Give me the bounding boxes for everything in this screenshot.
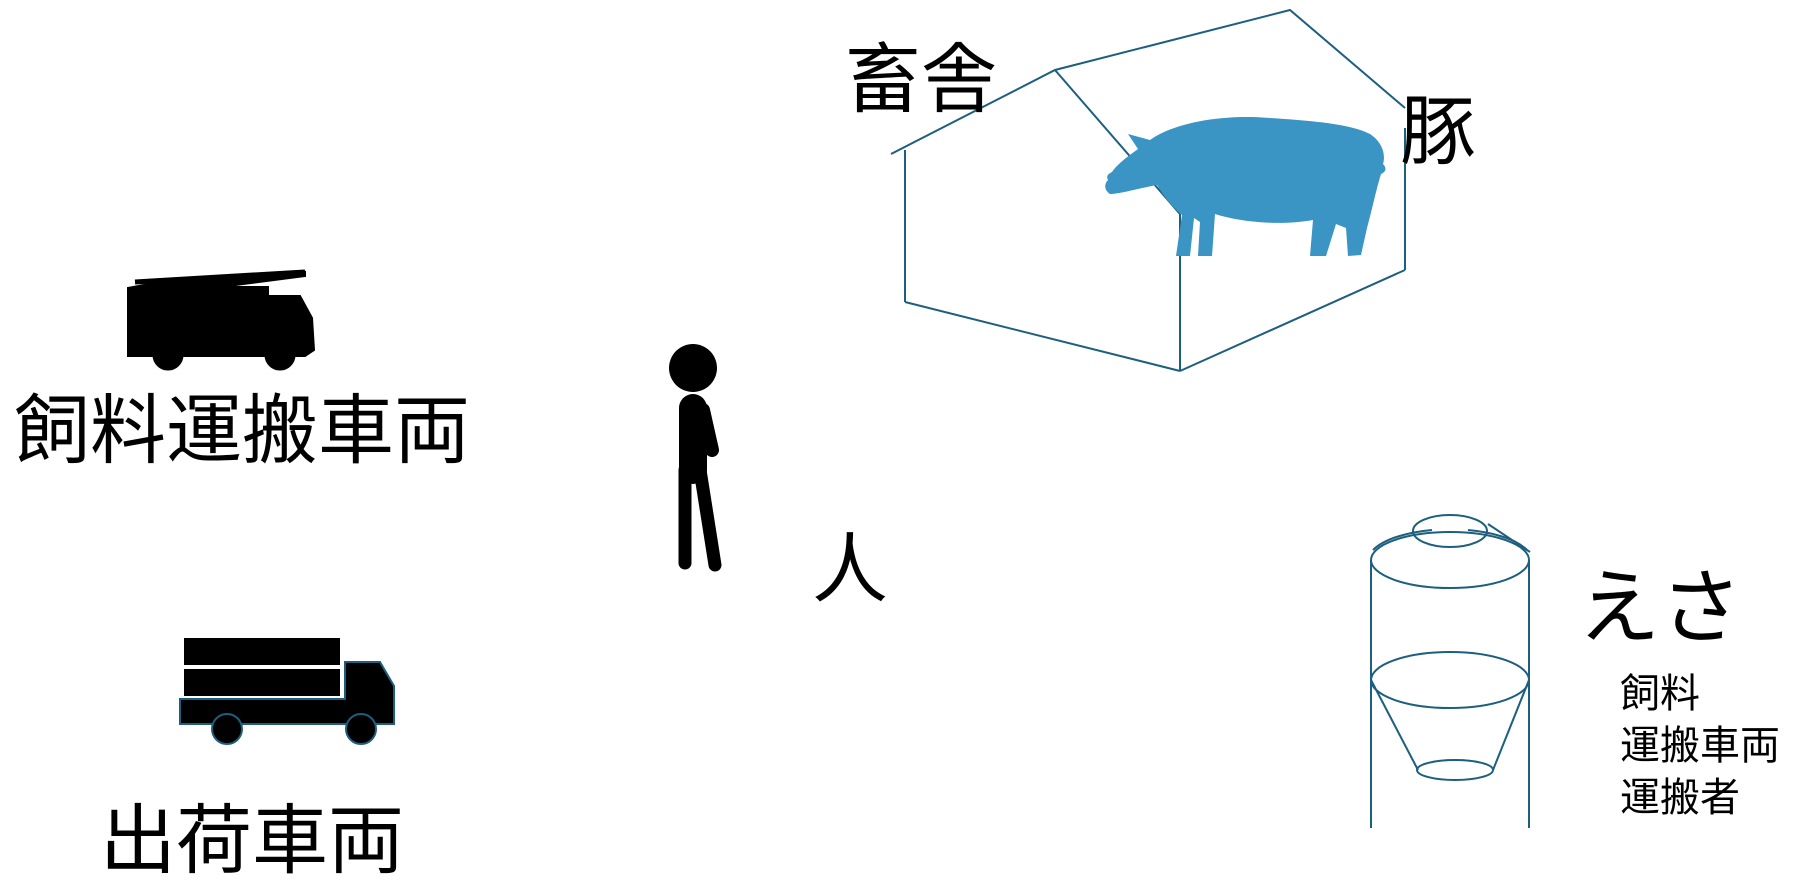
person-label: 人 — [812, 525, 888, 614]
feed-sublist-item: 運搬者 — [1620, 775, 1740, 821]
barn-label: 畜舎 — [845, 35, 997, 124]
feed-sublist-item: 運搬車両 — [1620, 723, 1780, 769]
house-outline — [890, 8, 1406, 372]
person-icon — [669, 344, 722, 572]
feed-sublist: 飼料 運搬車両 運搬者 — [1620, 668, 1780, 824]
truck-icon — [179, 638, 395, 745]
silo-icon — [1370, 514, 1531, 828]
feed-label: えさ — [1578, 561, 1743, 656]
feed-sublist-item: 飼料 — [1620, 671, 1700, 717]
feed-vehicle-label: 飼料運搬車両 — [14, 386, 470, 475]
pig-label: 豚 — [1400, 87, 1476, 176]
pig-silhouette — [1105, 116, 1386, 256]
shipping-vehicle-label: 出荷車両 — [100, 796, 404, 885]
crane-truck-icon — [127, 269, 316, 371]
